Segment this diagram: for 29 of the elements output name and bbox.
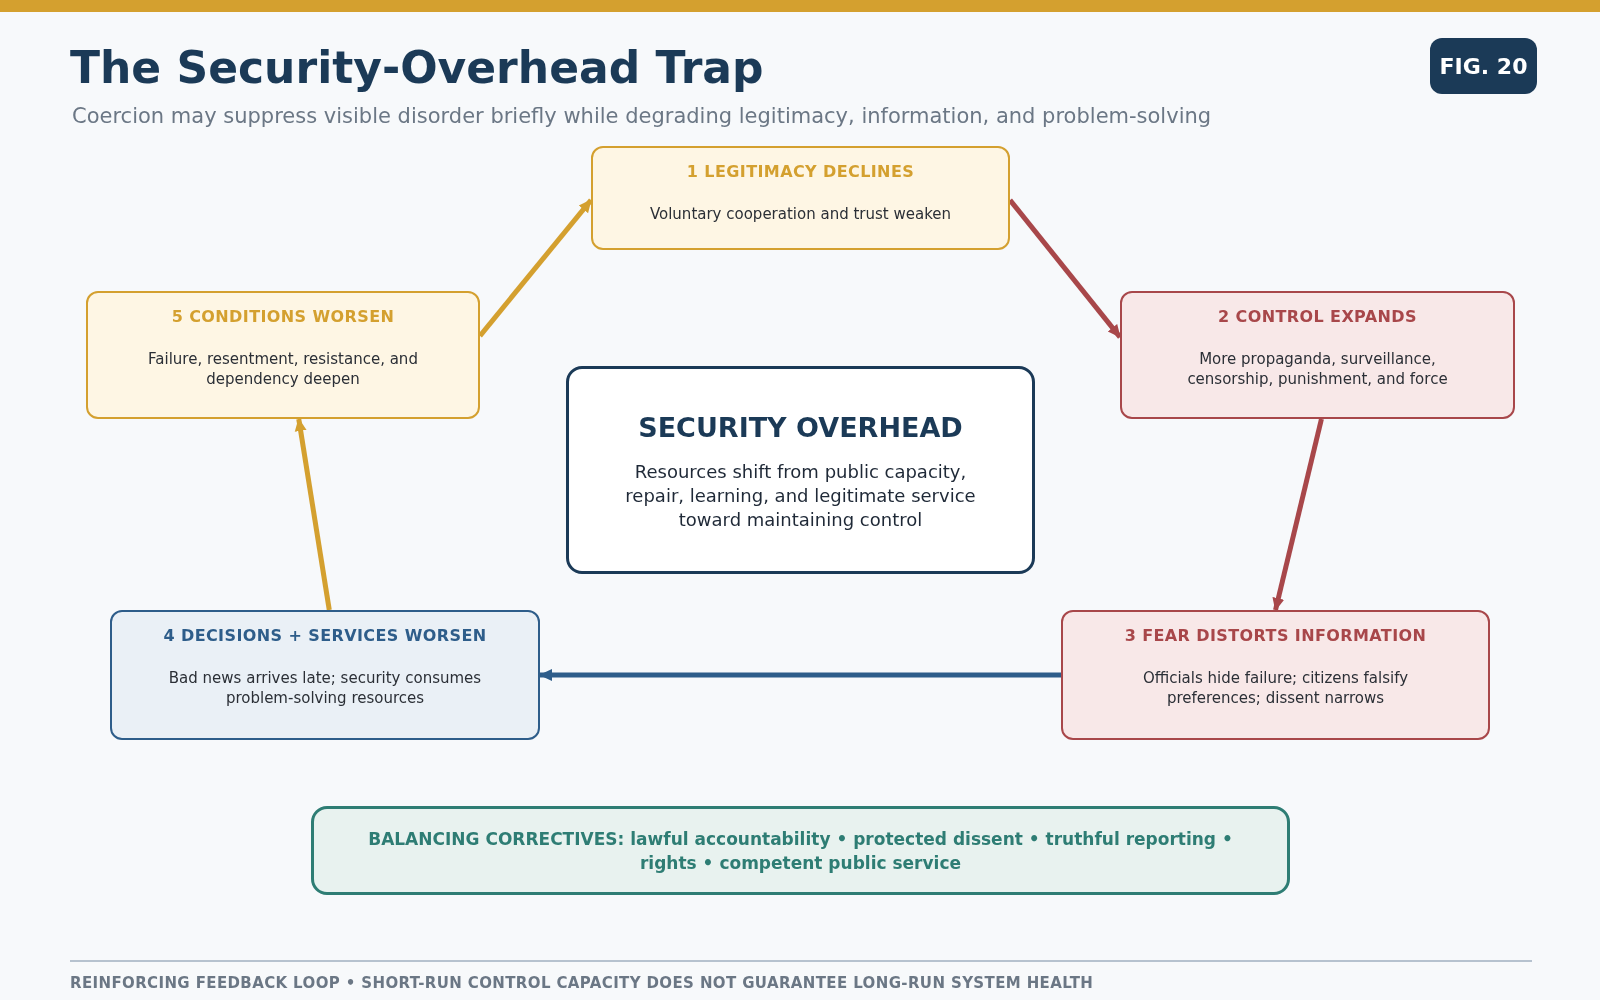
box-heading: 1 LEGITIMACY DECLINES xyxy=(686,161,915,183)
arrow xyxy=(1272,418,1324,611)
stage-box xyxy=(86,291,480,419)
box-description: More propaganda, surveillance, censorship, punishment, and force xyxy=(1186,349,1449,389)
box-description: Officials hide failure; citizens falsify preferences; dissent narrows xyxy=(1141,668,1410,708)
box-description: Bad news arrives late; security consumes problem-solving resources xyxy=(167,668,483,708)
stage-box xyxy=(110,610,540,740)
box-heading: 3 FEAR DISTORTS INFORMATION xyxy=(1124,625,1427,647)
correctives-box xyxy=(311,806,1290,895)
figure-badge: FIG. 20 xyxy=(1430,38,1537,94)
box-heading: SECURITY OVERHEAD xyxy=(638,410,963,445)
arrow xyxy=(294,418,332,611)
arrow xyxy=(1008,198,1122,339)
box-heading: 4 DECISIONS + SERVICES WORSEN xyxy=(163,625,487,647)
central-box xyxy=(566,366,1035,574)
subtitle: Coercion may suppress visible disorder briefly while degrading legitimacy, information, and problem-solving xyxy=(72,103,1212,130)
box-heading: BALANCING CORRECTIVES: lawful accountability • protected dissent • truthful reporting • rights • competent public service xyxy=(367,827,1234,875)
box-description: Resources shift from public capacity, repair, learning, and legitimate service toward maintaining control xyxy=(625,460,976,533)
box-description: Failure, resentment, resistance, and dependency deepen xyxy=(147,349,419,389)
title: The Security-Overhead Trap xyxy=(70,41,764,95)
box-heading: 5 CONDITIONS WORSEN xyxy=(171,306,395,328)
arrow xyxy=(539,669,1061,681)
stage-box xyxy=(1061,610,1490,740)
footer-note: REINFORCING FEEDBACK LOOP • SHORT-RUN CONTROL CAPACITY DOES NOT GUARANTEE LONG-RUN SYSTEM HEALTH xyxy=(70,973,1094,994)
stage-box xyxy=(1120,291,1515,419)
stage-box xyxy=(591,146,1010,250)
box-heading: 2 CONTROL EXPANDS xyxy=(1218,306,1417,328)
arrow xyxy=(478,198,593,338)
box-description: Voluntary cooperation and trust weaken xyxy=(648,204,953,224)
